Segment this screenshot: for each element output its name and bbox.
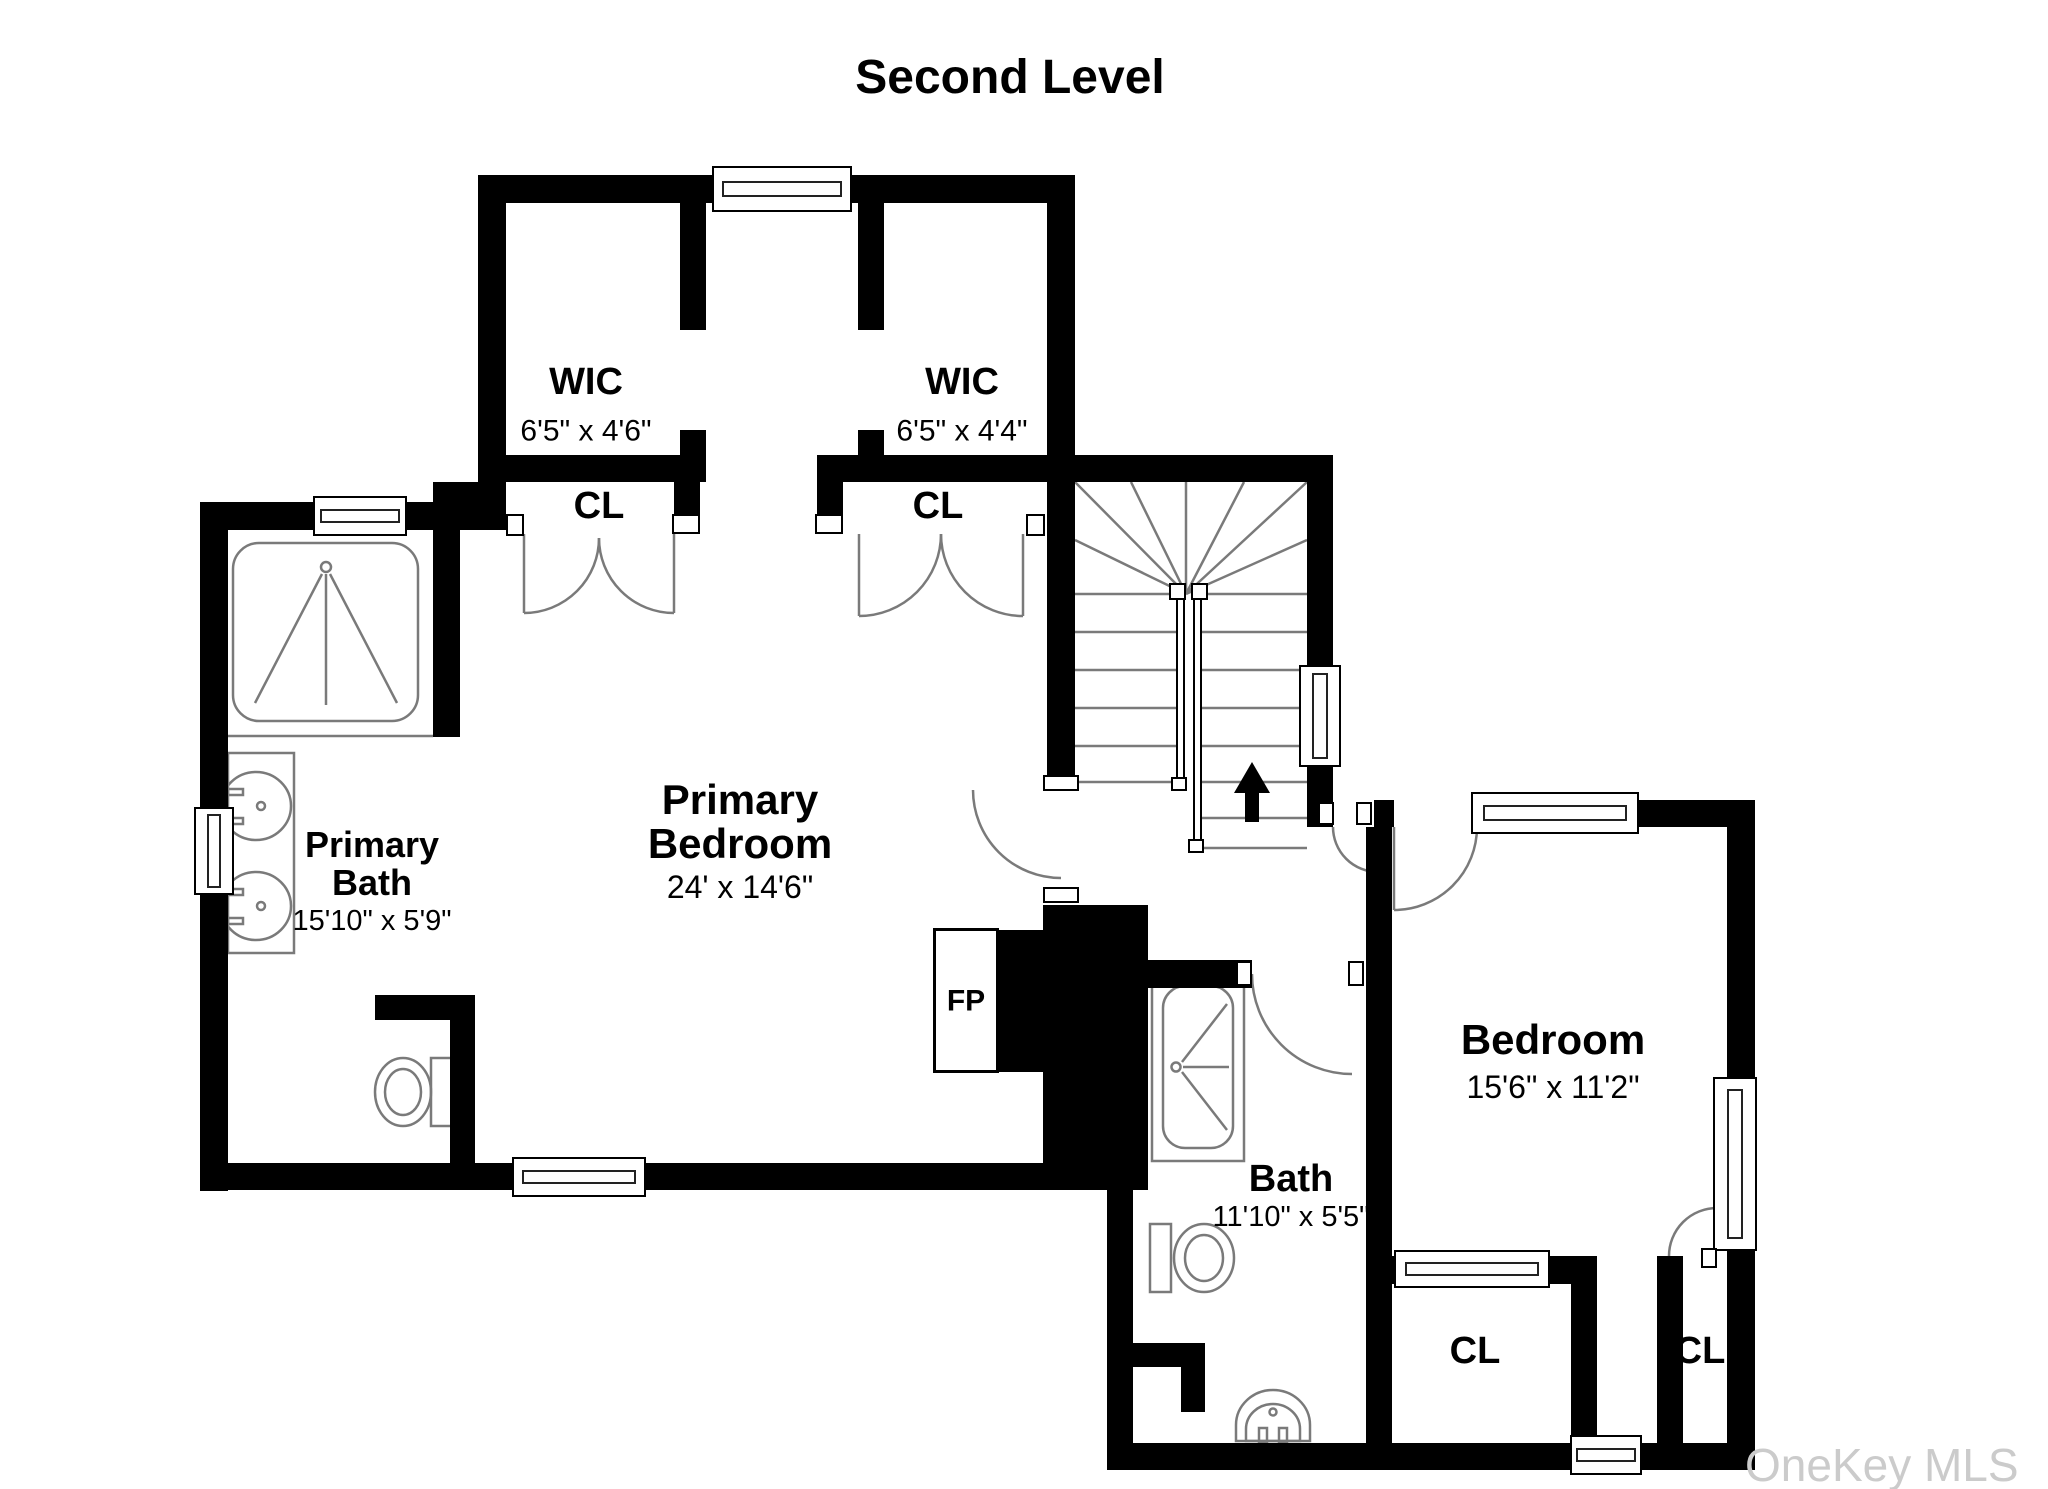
door-jamb — [1318, 802, 1334, 825]
wall — [1148, 960, 1252, 988]
door-arc-bedroom-closet-right — [1667, 1206, 1718, 1257]
wall — [1366, 827, 1392, 1443]
room-label-closet-right: CL — [912, 485, 964, 528]
wall — [1374, 800, 1394, 827]
window — [1471, 792, 1639, 834]
door-arc-closet-right-b — [939, 533, 1025, 618]
wall — [817, 455, 1047, 482]
wall — [200, 890, 228, 1191]
door-arc-primary-bedroom-entry — [971, 789, 1062, 880]
window — [512, 1157, 646, 1197]
chimney — [1043, 1072, 1148, 1190]
wall — [680, 203, 706, 330]
wall — [478, 175, 712, 203]
wall — [200, 1163, 518, 1190]
wall — [1043, 905, 1148, 932]
wall — [450, 1020, 475, 1163]
door-arc-bedroom-entry — [1392, 826, 1479, 912]
wall — [1633, 800, 1727, 827]
toilet-bath — [1148, 1222, 1236, 1294]
door-jamb — [1701, 1248, 1717, 1268]
window — [1570, 1435, 1642, 1475]
wall — [1107, 1443, 1578, 1470]
door-jamb — [815, 514, 843, 534]
stair-rails — [1169, 583, 1208, 853]
wall — [1571, 1284, 1597, 1443]
room-label-primary-bath: Primary Bath — [304, 824, 440, 903]
door-arc-closet-right-a — [857, 533, 943, 618]
window — [1713, 1077, 1757, 1251]
closet-bifold-door — [1394, 1250, 1550, 1288]
wall — [478, 175, 506, 490]
wall — [1727, 800, 1755, 1083]
room-label-fireplace: FP — [946, 984, 986, 1018]
wall — [375, 995, 475, 1020]
window — [1299, 665, 1341, 767]
stairs-up-arrow-icon — [1234, 762, 1270, 822]
wall — [1107, 1190, 1133, 1443]
stair-treads — [1075, 630, 1307, 850]
window — [712, 166, 852, 212]
wall — [858, 203, 884, 330]
pedestal-sink-bath — [1234, 1388, 1312, 1445]
wall — [1638, 1443, 1755, 1470]
page-title: Second Level — [855, 50, 1165, 104]
wall — [433, 530, 460, 737]
chimney — [998, 930, 1148, 1072]
door-jamb — [1026, 514, 1045, 536]
door-arc-closet-left-a — [522, 534, 601, 615]
room-label-primary-bedroom: Primary Bedroom — [647, 775, 833, 867]
room-dims-primary-bath: 15'10" x 5'9" — [292, 904, 452, 937]
wall — [852, 175, 1075, 203]
door-jamb — [1348, 961, 1364, 986]
stair-winders — [1074, 481, 1308, 596]
wall — [642, 1163, 1047, 1190]
window — [313, 496, 407, 536]
room-dims-bedroom: 15'6" x 11'2" — [1466, 1069, 1640, 1106]
wall — [433, 482, 506, 530]
door-jamb — [1043, 775, 1079, 791]
toilet-primary — [373, 1056, 454, 1128]
wall — [1657, 1256, 1683, 1443]
wall — [1181, 1367, 1205, 1412]
room-label-bedroom-closet-left: CL — [1449, 1330, 1501, 1373]
door-jamb — [672, 514, 700, 534]
window — [194, 807, 234, 895]
wall — [200, 502, 228, 813]
shower-primary — [227, 541, 433, 738]
door-jamb — [1043, 887, 1079, 903]
wall — [1047, 455, 1333, 482]
wall — [1133, 1343, 1205, 1367]
room-dims-primary-bedroom: 24' x 14'6" — [666, 869, 814, 906]
wall — [1727, 1247, 1755, 1470]
room-dims-wic-right: 6'5" x 4'4" — [896, 414, 1028, 448]
room-label-bedroom: Bedroom — [1460, 1015, 1646, 1063]
door-jamb — [1236, 961, 1252, 986]
door-arc-bath — [1250, 973, 1353, 1076]
wall — [478, 455, 700, 482]
room-dims-wic-left: 6'5" x 4'6" — [520, 414, 652, 448]
fireplace-box — [933, 928, 999, 1073]
door-jamb — [506, 514, 524, 536]
room-dims-bath: 11'10" x 5'5" — [1212, 1200, 1370, 1233]
door-arc-closet-left-b — [597, 534, 676, 615]
room-label-bedroom-closet-right: CL — [1674, 1330, 1726, 1373]
room-label-wic-left: WIC — [549, 361, 623, 404]
door-jamb — [1356, 802, 1372, 825]
tub-shower-bath — [1150, 971, 1246, 1163]
wall — [1307, 455, 1333, 673]
room-label-wic-right: WIC — [925, 361, 999, 404]
room-label-bath: Bath — [1248, 1158, 1334, 1201]
watermark: OneKey MLS — [1745, 1439, 2019, 1489]
room-label-closet-left: CL — [573, 485, 625, 528]
